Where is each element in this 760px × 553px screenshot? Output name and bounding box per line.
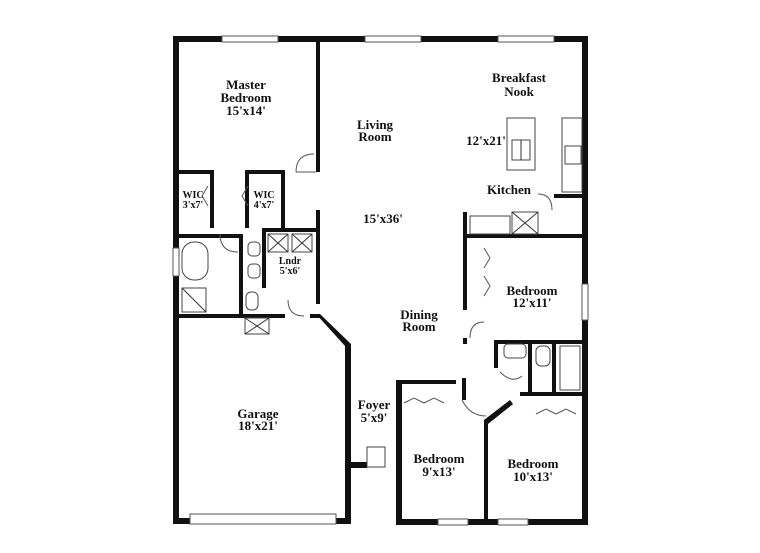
bedroom-south-right-label: Bedroom (507, 456, 558, 471)
breakfast-nook-label-line1: Breakfast (492, 70, 547, 85)
laundry-label: Lndr (279, 256, 302, 267)
dining-room-label-line1: Dining (400, 307, 438, 322)
bedroom-east-label: Bedroom (506, 283, 557, 298)
garage-size: 18'x21' (238, 418, 278, 433)
wic-right-label: WIC (253, 190, 274, 201)
living-room-label-line2: Room (358, 129, 391, 144)
bedroom-south-mid-size: 9'x13' (422, 464, 455, 479)
living-room-label-line1: Living (357, 117, 394, 132)
laundry-size: 5'x6' (280, 266, 301, 277)
wic-left-label: WIC (182, 190, 203, 201)
master-bedroom-label-line2: Bedroom (220, 90, 271, 105)
doors (201, 153, 577, 468)
master-bedroom-size: 15'x14' (226, 103, 266, 118)
garage-label: Garage (237, 406, 278, 421)
master-bedroom-label-line1: Master (226, 77, 266, 92)
foyer-size: 5'x9' (361, 410, 388, 425)
bedroom-south-right-size: 10'x13' (513, 469, 553, 484)
foyer-label: Foyer (358, 397, 391, 412)
living-room-size: 15'x36' (363, 211, 403, 226)
interior-walls (179, 42, 582, 520)
room-labels: Master Bedroom 15'x14' Living Room Break… (182, 70, 558, 484)
windows (172, 35, 589, 526)
dining-room-label-line2: Room (402, 319, 435, 334)
bedroom-east-size: 12'x11' (512, 295, 551, 310)
wic-left-size: 3'x7' (183, 200, 204, 211)
fixtures (181, 117, 583, 391)
bedroom-south-mid-label: Bedroom (413, 451, 464, 466)
wic-right-size: 4'x7' (254, 200, 275, 211)
kitchen-label: Kitchen (487, 182, 532, 197)
breakfast-nook-size: 12'x21' (466, 133, 506, 148)
breakfast-nook-label-line2: Nook (504, 84, 534, 99)
